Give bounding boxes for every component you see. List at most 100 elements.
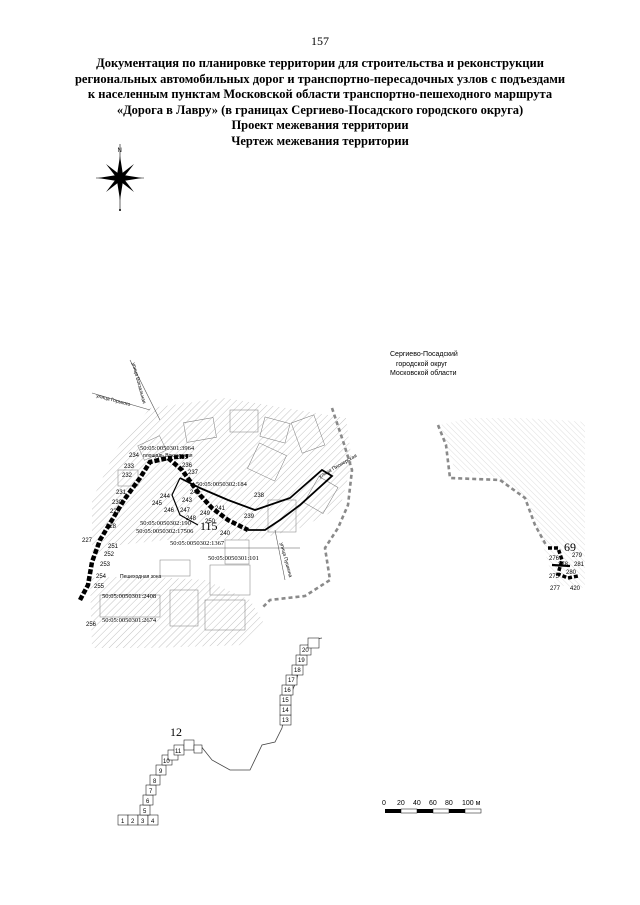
plot-label: 2 <box>131 819 135 825</box>
point-label: 246 <box>164 508 175 514</box>
scale-tick-label: 40 <box>413 800 421 807</box>
cadastral-label: 50:05:0050301:3964 <box>140 445 195 452</box>
point-label: 235 <box>178 455 189 461</box>
cadastral-label: 50:05:0050301:2674 <box>102 617 157 624</box>
cadastral-label: 50:05:0050302:17506 <box>136 528 194 535</box>
point-label: 227 <box>82 538 93 544</box>
cadastral-label: 50:05:0050301:101 <box>208 555 259 562</box>
street-label: улица Вокзальная <box>130 362 147 405</box>
plot-label: 11 <box>175 749 182 755</box>
point-label: 233 <box>124 464 135 470</box>
plot-label: 19 <box>298 658 305 664</box>
point-label: 250 <box>205 519 216 525</box>
point-label: 237 <box>188 470 199 476</box>
plot-label: 3 <box>141 819 145 825</box>
municipal-boundary <box>261 407 548 609</box>
point-label: 234 <box>129 453 140 459</box>
point-label: 230 <box>112 500 123 506</box>
point-label: 256 <box>86 622 97 628</box>
point-label: 255 <box>94 584 105 590</box>
point-label: 244 <box>160 494 171 500</box>
plot-label: 6 <box>146 799 150 805</box>
street-label: улица Горького <box>95 393 131 408</box>
plot-label: 15 <box>282 698 289 704</box>
point-label: 240 <box>220 531 231 537</box>
territory-boundary <box>78 454 579 602</box>
plot-label: 17 <box>288 678 295 684</box>
scale-tick-label: 20 <box>397 800 405 807</box>
point-label: 281 <box>574 562 585 568</box>
street-label: улица Пушкина <box>278 542 293 578</box>
point-label: 231 <box>116 490 127 496</box>
cadastral-label: 50:05:0050302:1367 <box>170 540 225 547</box>
scale-tick-label: 0 <box>382 800 386 807</box>
north-label: N <box>118 148 122 154</box>
plot-label: 10 <box>163 759 170 765</box>
street-label: площадь Вокзальная <box>143 453 193 459</box>
point-label: 276 <box>549 556 560 562</box>
point-label: 280 <box>566 570 577 576</box>
building-footprints <box>99 409 339 631</box>
street-label: Пешеходная зона <box>120 574 162 580</box>
plot-labels-center: 13 14 15 16 17 18 19 20 <box>282 648 309 724</box>
title-line: региональных автомобильных дорог и транс… <box>74 71 566 86</box>
cadastral-label: 50:05:0050302:190 <box>140 520 191 527</box>
zone-label-115: 115 <box>200 519 218 533</box>
plot-label: 18 <box>294 668 301 674</box>
boundary-points-main: 234 235 236 237 233 232 231 230 229 228 … <box>82 453 265 628</box>
title-line: «Дорога в Лавру» (в границах Сергиево-По… <box>116 102 524 117</box>
plot-label: 4 <box>151 819 155 825</box>
point-label: 278 <box>558 562 569 568</box>
point-label: 247 <box>180 508 191 514</box>
scale-bar: 0 20 40 60 80 100 м <box>382 800 482 814</box>
title-line: Документация по планировке территории дл… <box>96 56 544 70</box>
scale-tick-label: 60 <box>429 800 437 807</box>
zone-label-12: 12 <box>170 725 182 739</box>
plot-label: 1 <box>121 819 125 825</box>
region-label-line: Московской области <box>390 369 457 377</box>
scale-tick-label: 80 <box>445 800 453 807</box>
point-label: 229 <box>110 509 121 515</box>
point-label: 238 <box>254 493 265 499</box>
plot-label: 16 <box>284 688 291 694</box>
cadastral-label: 50:05:0050301:2408 <box>102 593 156 600</box>
plot-grid-center <box>279 637 320 726</box>
plot-labels-left: 1 2 3 4 5 6 7 8 9 10 11 <box>121 749 182 825</box>
scale-tick-label: 100 м <box>462 800 481 807</box>
title-line: к населенным пунктам Московской области … <box>87 87 553 101</box>
point-label: 228 <box>106 524 117 530</box>
point-label: 249 <box>200 511 211 517</box>
compass-rose-icon: N <box>96 144 144 211</box>
street-lines <box>91 359 300 581</box>
plot-grid-left <box>117 739 203 826</box>
plot-label: 20 <box>302 648 309 654</box>
point-label: 275 <box>549 574 560 580</box>
point-label: 420 <box>570 586 581 592</box>
point-label: 253 <box>100 562 111 568</box>
point-label: 277 <box>550 586 561 592</box>
point-label: 236 <box>182 463 193 469</box>
point-label: 279 <box>572 553 583 559</box>
plot-label: 7 <box>149 789 153 795</box>
plot-label: 9 <box>159 769 163 775</box>
boundary-points-right: 279 278 281 280 277 420 276 275 <box>549 553 585 592</box>
subtitle-project: Проект межевания территории <box>231 118 409 132</box>
point-label: 245 <box>152 501 163 507</box>
point-label: 254 <box>96 574 107 580</box>
point-label: 251 <box>108 544 119 550</box>
plot-label: 13 <box>282 718 289 724</box>
page-number: 157 <box>311 34 329 48</box>
point-label: 252 <box>104 552 115 558</box>
zone-label-69: 69 <box>564 540 576 554</box>
point-label: 243 <box>182 498 193 504</box>
plot-label: 14 <box>282 708 289 714</box>
plot-label: 5 <box>143 809 147 815</box>
point-label: 248 <box>186 516 197 522</box>
subtitle-drawing: Чертеж межевания территории <box>231 133 409 148</box>
point-label: 232 <box>122 473 133 479</box>
cadastral-label: 50:05:0050302:184 <box>196 481 248 488</box>
terrain-hatching <box>90 398 585 648</box>
point-label: 242 <box>190 490 201 496</box>
region-label-line: городской округ <box>396 360 448 368</box>
